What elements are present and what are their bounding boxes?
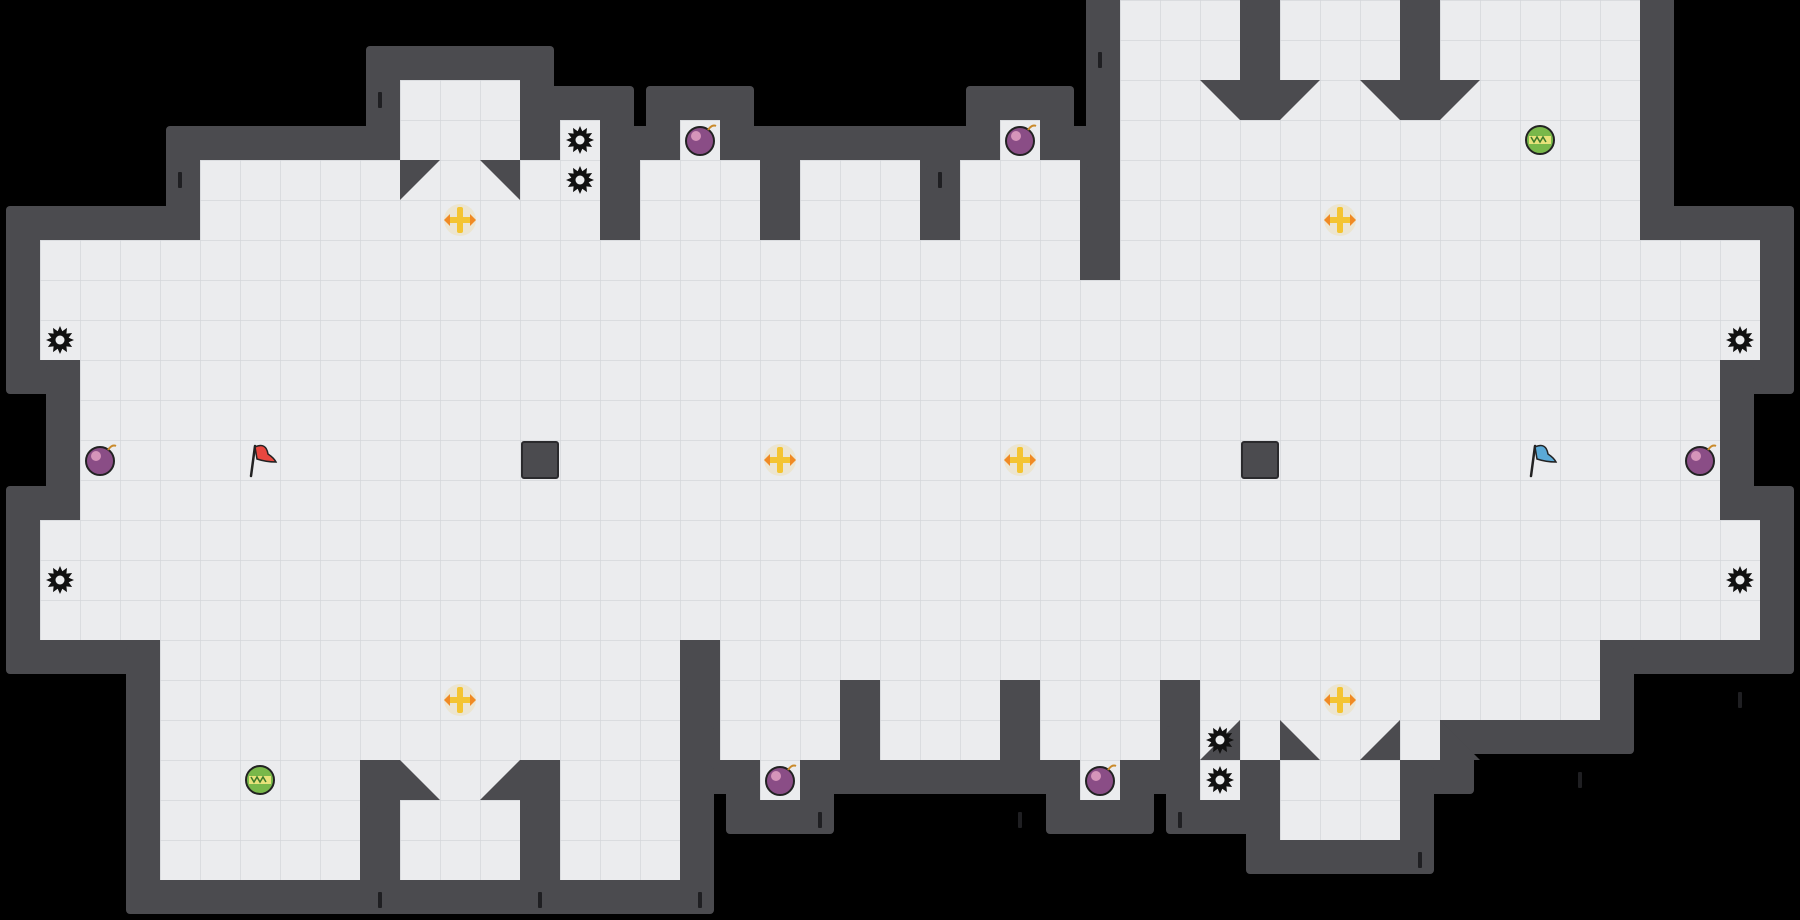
bomb-icon[interactable] — [1685, 444, 1717, 476]
spike-mine-icon[interactable] — [566, 126, 594, 154]
powerup-icon[interactable] — [764, 444, 796, 476]
bomb-icon[interactable] — [765, 764, 797, 796]
spike-mine-icon[interactable] — [46, 566, 74, 594]
powerup-icon[interactable] — [1324, 204, 1356, 236]
spike-mine-icon[interactable] — [46, 326, 74, 354]
spike-mine-icon[interactable] — [1726, 566, 1754, 594]
floor-layer — [40, 0, 1760, 880]
obstacle-layer — [521, 441, 1279, 479]
items-layer — [46, 124, 1754, 796]
spike-mine-icon[interactable] — [1206, 726, 1234, 754]
bomb-icon[interactable] — [85, 444, 117, 476]
powerup-icon[interactable] — [1324, 684, 1356, 716]
bomb-icon[interactable] — [1005, 124, 1037, 156]
spike-mine-icon[interactable] — [566, 166, 594, 194]
powerup-icon[interactable] — [1004, 444, 1036, 476]
blue-flag-icon[interactable] — [1529, 444, 1558, 478]
wall-block — [521, 441, 559, 479]
spike-mine-icon[interactable] — [1726, 326, 1754, 354]
red-flag-icon[interactable] — [249, 444, 278, 478]
powerup-icon[interactable] — [444, 204, 476, 236]
speed-boost-icon[interactable] — [1525, 125, 1555, 155]
powerup-icon[interactable] — [444, 684, 476, 716]
wall-block — [1241, 441, 1279, 479]
bomb-icon[interactable] — [685, 124, 717, 156]
spike-mine-icon[interactable] — [1206, 766, 1234, 794]
bomb-icon[interactable] — [1085, 764, 1117, 796]
speed-boost-icon[interactable] — [245, 765, 275, 795]
